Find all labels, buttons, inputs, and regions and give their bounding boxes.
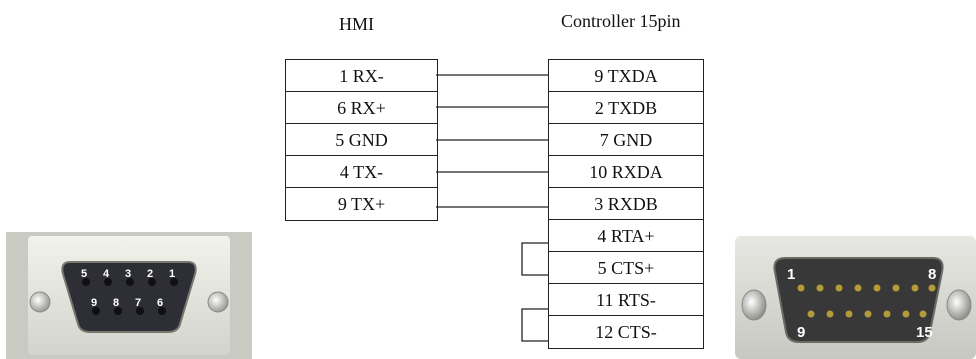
hmi-title: HMI [339, 14, 374, 34]
hmi-pin-9: 9 TX+ [337, 194, 386, 214]
controller-pin-10: 10 RXDA [549, 156, 703, 188]
db15-label-8: 8 [928, 266, 936, 283]
db9-connector-icon: 5 4 3 2 1 9 8 7 6 [6, 232, 252, 359]
db9-pin-9: 9 [91, 297, 97, 309]
hmi-pin-4: 4 TX- [286, 156, 437, 188]
controller-pin-11: 11 RTS- [549, 284, 703, 316]
db15-connector-icon: 1 8 9 15 [735, 236, 976, 359]
jumper-rta-cts-plus [521, 242, 548, 276]
db9-pin-4: 4 [103, 268, 110, 280]
controller-pin-9: 9 TXDA [549, 60, 703, 92]
db9-pin-2: 2 [147, 268, 153, 280]
controller-pin-12: 12 CTS- [595, 322, 657, 342]
db9-pin-3: 3 [125, 268, 131, 280]
controller-pin-4: 4 RTA+ [549, 220, 703, 252]
controller-pin-2: 2 TXDB [549, 92, 703, 124]
db9-pin-7: 7 [135, 297, 141, 309]
db9-pin-5: 5 [81, 268, 87, 280]
hmi-pin-table: 1 RX- 6 RX+ 5 GND 4 TX- 9 TX+ [285, 59, 438, 221]
controller-pin-3: 3 RXDB [549, 188, 703, 220]
db15-label-9: 9 [797, 324, 805, 341]
db15-label-1: 1 [787, 266, 795, 283]
db9-pin-1: 1 [169, 268, 175, 280]
hmi-pin-1: 1 RX- [286, 60, 437, 92]
controller-title: Controller 15pin [561, 11, 681, 31]
jumper-rts-cts-minus [521, 308, 548, 342]
db9-pin-8: 8 [113, 297, 119, 309]
db9-pin-6: 6 [157, 297, 163, 309]
controller-pin-7: 7 GND [549, 124, 703, 156]
db15-label-15: 15 [916, 324, 933, 341]
hmi-pin-6: 6 RX+ [286, 92, 437, 124]
hmi-pin-5: 5 GND [286, 124, 437, 156]
controller-pin-5: 5 CTS+ [549, 252, 703, 284]
controller-pin-table: 9 TXDA 2 TXDB 7 GND 10 RXDA 3 RXDB 4 RTA… [548, 59, 704, 349]
